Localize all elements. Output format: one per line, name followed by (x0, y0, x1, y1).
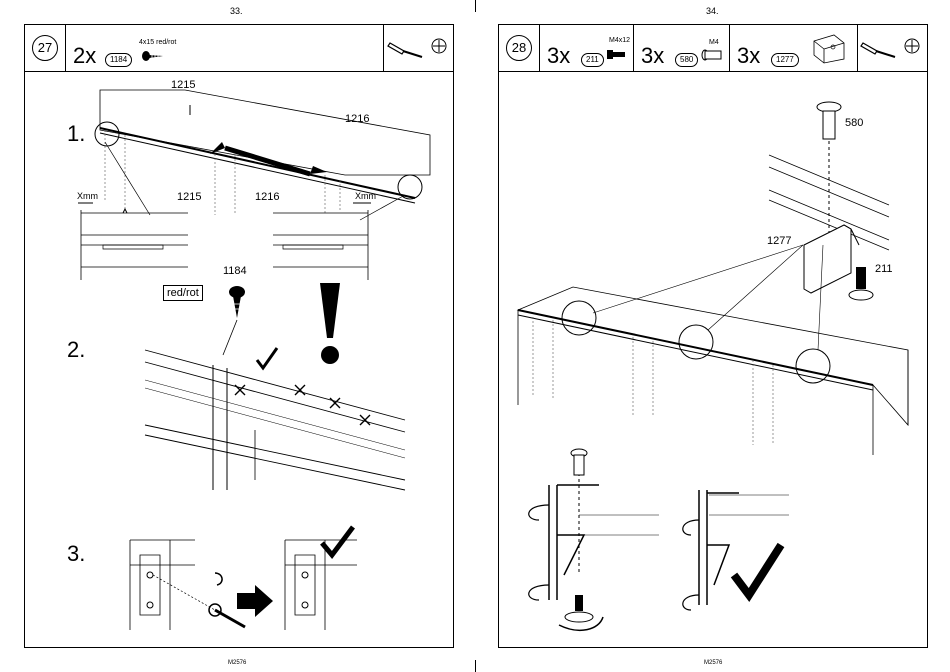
detail-left-part: 1215 (177, 191, 201, 203)
cabinet-top-illustration (513, 275, 913, 455)
crop-mark-bottom (475, 660, 476, 672)
phillips-head-icon (430, 37, 448, 55)
part-id-badge: 1184 (105, 53, 132, 67)
detail-right-part: 1216 (255, 191, 279, 203)
part-quantity: 3x (737, 45, 760, 67)
barrel-nut-icon (701, 49, 725, 61)
left-page-number: 33. (230, 6, 243, 16)
bolt-part-label: 580 (845, 117, 863, 129)
bolt-icon (607, 47, 627, 61)
phillips-head-icon (903, 37, 921, 55)
part-cell-1277: 3x 1277 (729, 25, 858, 71)
screwdriver-icon (861, 39, 901, 59)
screwdriver-icon (388, 39, 428, 59)
part-quantity: 3x (641, 45, 664, 67)
part-cell-580: 3x 580 M4 (633, 25, 730, 71)
part-spec-label: M4x12 (609, 37, 630, 44)
left-instruction-panel: 27 2x 1184 4x15 red/rot 1. (24, 24, 454, 648)
step-number: 27 (32, 35, 58, 61)
crop-mark-top (475, 0, 476, 12)
right-instruction-panel: 28 3x 211 M4x12 3x 580 M4 3x 1277 (498, 24, 928, 648)
part-cell-211: 3x 211 M4x12 (539, 25, 634, 71)
left-footer-code: M2576 (228, 660, 246, 666)
screw-part-label: 211 (875, 263, 893, 275)
detail-left-dimension: Xmm (77, 191, 98, 201)
screw-detail-illustration (145, 280, 445, 495)
part-quantity: 3x (547, 45, 570, 67)
part-id-badge: 1277 (771, 53, 799, 67)
bracket-icon (809, 31, 849, 65)
rail-label-1216: 1216 (345, 113, 369, 125)
tool-cell (857, 25, 926, 71)
part-spec-label: 4x15 red/rot (139, 39, 176, 46)
tool-cell (383, 25, 453, 71)
substep-3-label: 3. (67, 541, 85, 567)
step-number-cell: 27 (25, 25, 66, 71)
step-number-cell: 28 (499, 25, 540, 71)
bracket-part-label: 1277 (767, 235, 791, 247)
left-header: 27 2x 1184 4x15 red/rot (25, 25, 453, 72)
substep-1-label: 1. (67, 121, 85, 147)
step-number: 28 (506, 35, 532, 61)
part-quantity: 2x (73, 45, 96, 67)
bracket-side-detail-illustration (519, 435, 789, 635)
part-id-badge: 211 (581, 53, 604, 67)
rail-label-1215: 1215 (171, 79, 195, 91)
screw-icon (141, 49, 165, 63)
detail-right-illustration (273, 195, 393, 280)
screw-part-label: 1184 (223, 265, 247, 277)
hinge-adjust-illustration (125, 515, 365, 645)
detail-right-dimension: Xmm (355, 191, 376, 201)
right-page-number: 34. (706, 6, 719, 16)
right-header: 28 3x 211 M4x12 3x 580 M4 3x 1277 (499, 25, 927, 72)
warning-exclamation-icon (315, 283, 345, 365)
detail-left-illustration (63, 195, 193, 280)
right-footer-code: M2576 (704, 660, 722, 666)
substep-2-label: 2. (67, 337, 85, 363)
part-id-badge: 580 (675, 53, 698, 67)
part-spec-label: M4 (709, 39, 719, 46)
